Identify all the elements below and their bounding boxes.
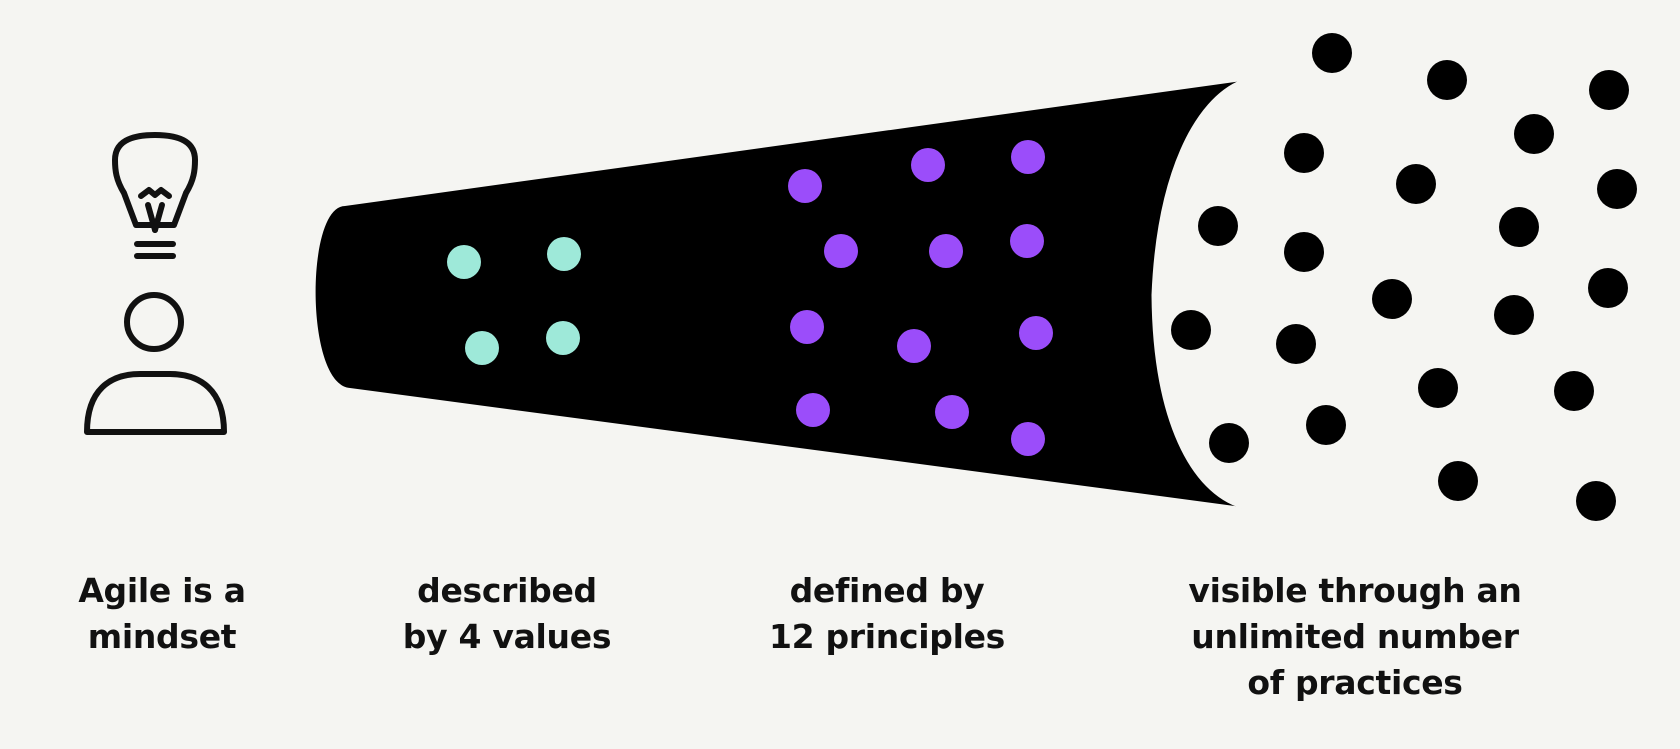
practice-dot: [1396, 164, 1436, 204]
principle-dot: [929, 234, 963, 268]
caption-principles-line-2: 12 principles: [768, 617, 1006, 656]
caption-practices-line-1: visible through an: [1188, 571, 1522, 610]
practice-dot: [1418, 368, 1458, 408]
values-dots: [447, 237, 581, 365]
caption-values-line-2: by 4 values: [402, 617, 612, 656]
caption-mindset: Agile is a mindset: [42, 568, 282, 660]
practice-dot: [1284, 232, 1324, 272]
person-icon: [84, 292, 227, 435]
principle-dot: [1010, 224, 1044, 258]
principle-dot: [1011, 422, 1045, 456]
practice-dot: [1209, 423, 1249, 463]
value-dot: [465, 331, 499, 365]
practice-dot: [1514, 114, 1554, 154]
practice-dot: [1198, 206, 1238, 246]
lightbulb-icon: [112, 132, 198, 259]
practice-dot: [1372, 279, 1412, 319]
practice-dot: [1306, 405, 1346, 445]
practice-dot: [1597, 169, 1637, 209]
value-dot: [546, 321, 580, 355]
caption-practices-line-3: of practices: [1247, 663, 1463, 702]
principle-dot: [796, 393, 830, 427]
caption-principles-line-1: defined by: [789, 571, 985, 610]
value-dot: [447, 245, 481, 279]
practice-dot: [1276, 324, 1316, 364]
caption-mindset-line-1: Agile is a: [78, 571, 246, 610]
caption-principles: defined by 12 principles: [737, 568, 1037, 660]
caption-mindset-line-2: mindset: [87, 617, 237, 656]
principle-dot: [897, 329, 931, 363]
caption-practices-line-2: unlimited number: [1191, 617, 1519, 656]
practice-dot: [1554, 371, 1594, 411]
practice-dot: [1499, 207, 1539, 247]
principle-dot: [788, 169, 822, 203]
practice-dot: [1576, 481, 1616, 521]
caption-values-line-1: described: [417, 571, 597, 610]
caption-practices: visible through an unlimited number of p…: [1175, 568, 1535, 706]
principle-dot: [1019, 316, 1053, 350]
funnel-shape: [315, 79, 1243, 509]
practice-dot: [1312, 33, 1352, 73]
principle-dot: [935, 395, 969, 429]
principle-dot: [1011, 140, 1045, 174]
principle-dot: [911, 148, 945, 182]
caption-values: described by 4 values: [377, 568, 637, 660]
practice-dot: [1588, 268, 1628, 308]
practices-dots: [1171, 33, 1637, 521]
practice-dot: [1284, 133, 1324, 173]
practice-dot: [1494, 295, 1534, 335]
principles-dots: [788, 140, 1053, 456]
principle-dot: [790, 310, 824, 344]
practice-dot: [1438, 461, 1478, 501]
value-dot: [547, 237, 581, 271]
practice-dot: [1427, 60, 1467, 100]
practice-dot: [1171, 310, 1211, 350]
practice-dot: [1589, 70, 1629, 110]
principle-dot: [824, 234, 858, 268]
